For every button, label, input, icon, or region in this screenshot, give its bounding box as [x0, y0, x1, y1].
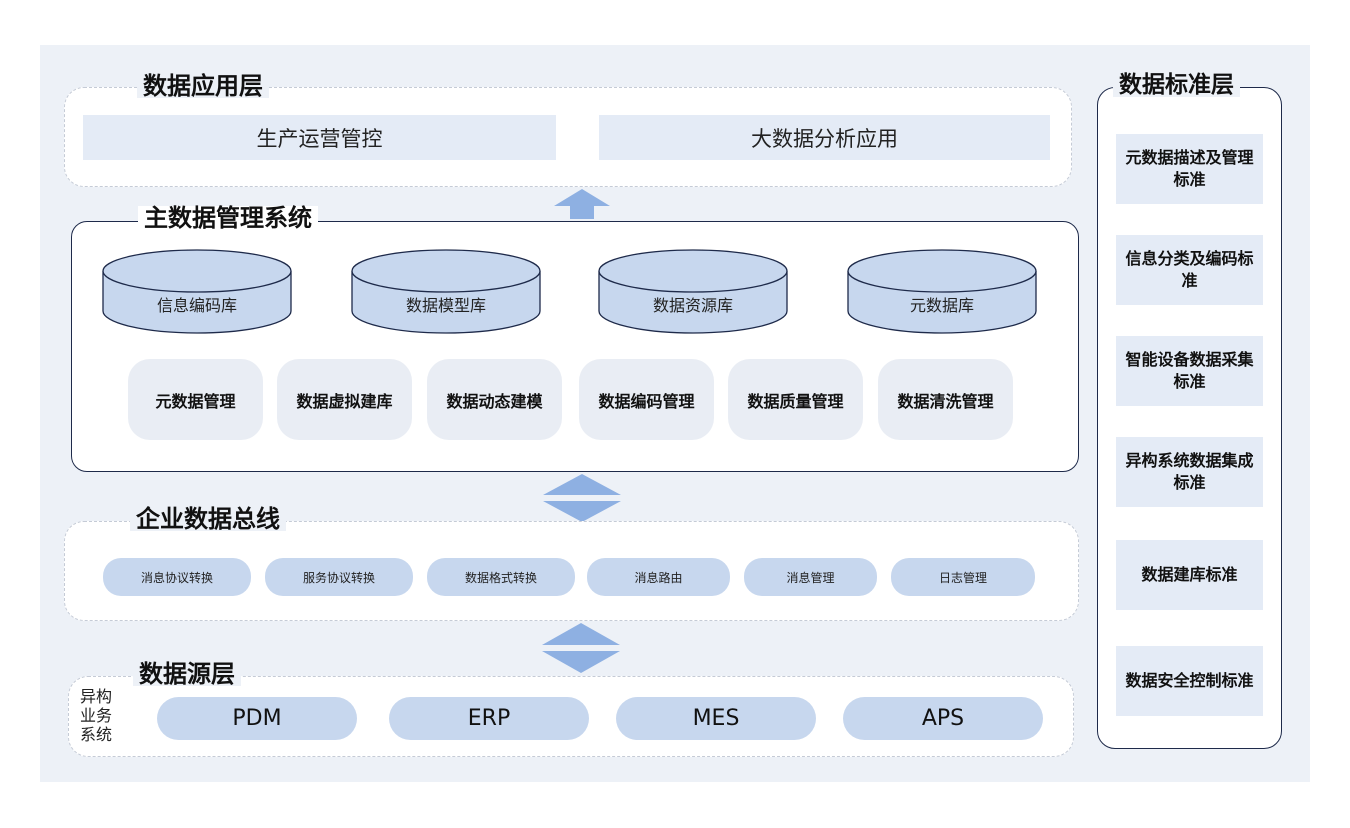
db-label-info-code: 信息编码库 — [156, 296, 237, 315]
db-label-data-resource: 数据资源库 — [652, 296, 733, 315]
standard-item-integration: 异构系统数据集成标准 — [1116, 437, 1263, 507]
database-cylinder — [351, 249, 541, 334]
module-dynamic-model: 数据动态建模 — [427, 359, 562, 440]
bidirectional-arrow-icon — [543, 474, 621, 522]
standard-item-database: 数据建库标准 — [1116, 540, 1263, 610]
standard-item-security: 数据安全控制标准 — [1116, 646, 1263, 716]
source-mes: MES — [616, 697, 816, 740]
source-side-label: 异构 业务 系统 — [80, 687, 113, 745]
database-cylinder — [598, 249, 788, 334]
standard-title: 数据标准层 — [1113, 74, 1240, 97]
module-metadata-mgmt: 元数据管理 — [128, 359, 263, 440]
standard-item-metadata: 元数据描述及管理标准 — [1116, 134, 1263, 204]
source-aps: APS — [843, 697, 1043, 740]
bus-title: 企业数据总线 — [130, 507, 286, 531]
up-arrow-icon — [554, 189, 610, 219]
standard-item-device-collection: 智能设备数据采集标准 — [1116, 336, 1263, 406]
module-quality-mgmt: 数据质量管理 — [728, 359, 863, 440]
bidirectional-arrow-icon — [542, 623, 620, 673]
mdm-title: 主数据管理系统 — [138, 206, 318, 230]
app-layer-title: 数据应用层 — [137, 74, 269, 98]
standard-item-classification: 信息分类及编码标准 — [1116, 235, 1263, 305]
source-erp: ERP — [389, 697, 589, 740]
db-label-data-model: 数据模型库 — [405, 296, 486, 315]
bus-item-format: 数据格式转换 — [427, 558, 575, 596]
module-code-mgmt: 数据编码管理 — [579, 359, 714, 440]
database-cylinder — [102, 249, 292, 334]
app-item-production: 生产运营管控 — [83, 115, 556, 160]
source-title: 数据源层 — [133, 662, 241, 686]
bus-item-routing: 消息路由 — [587, 558, 730, 596]
bus-item-svc-protocol: 服务协议转换 — [265, 558, 413, 596]
bus-item-log-mgmt: 日志管理 — [891, 558, 1035, 596]
source-pdm: PDM — [157, 697, 357, 740]
module-virtual-db: 数据虚拟建库 — [277, 359, 412, 440]
module-cleansing-mgmt: 数据清洗管理 — [878, 359, 1013, 440]
app-item-bigdata: 大数据分析应用 — [599, 115, 1050, 160]
database-cylinder — [847, 249, 1037, 334]
bus-item-msg-protocol: 消息协议转换 — [103, 558, 251, 596]
db-label-metadata: 元数据库 — [909, 296, 974, 315]
bus-item-msg-mgmt: 消息管理 — [744, 558, 877, 596]
